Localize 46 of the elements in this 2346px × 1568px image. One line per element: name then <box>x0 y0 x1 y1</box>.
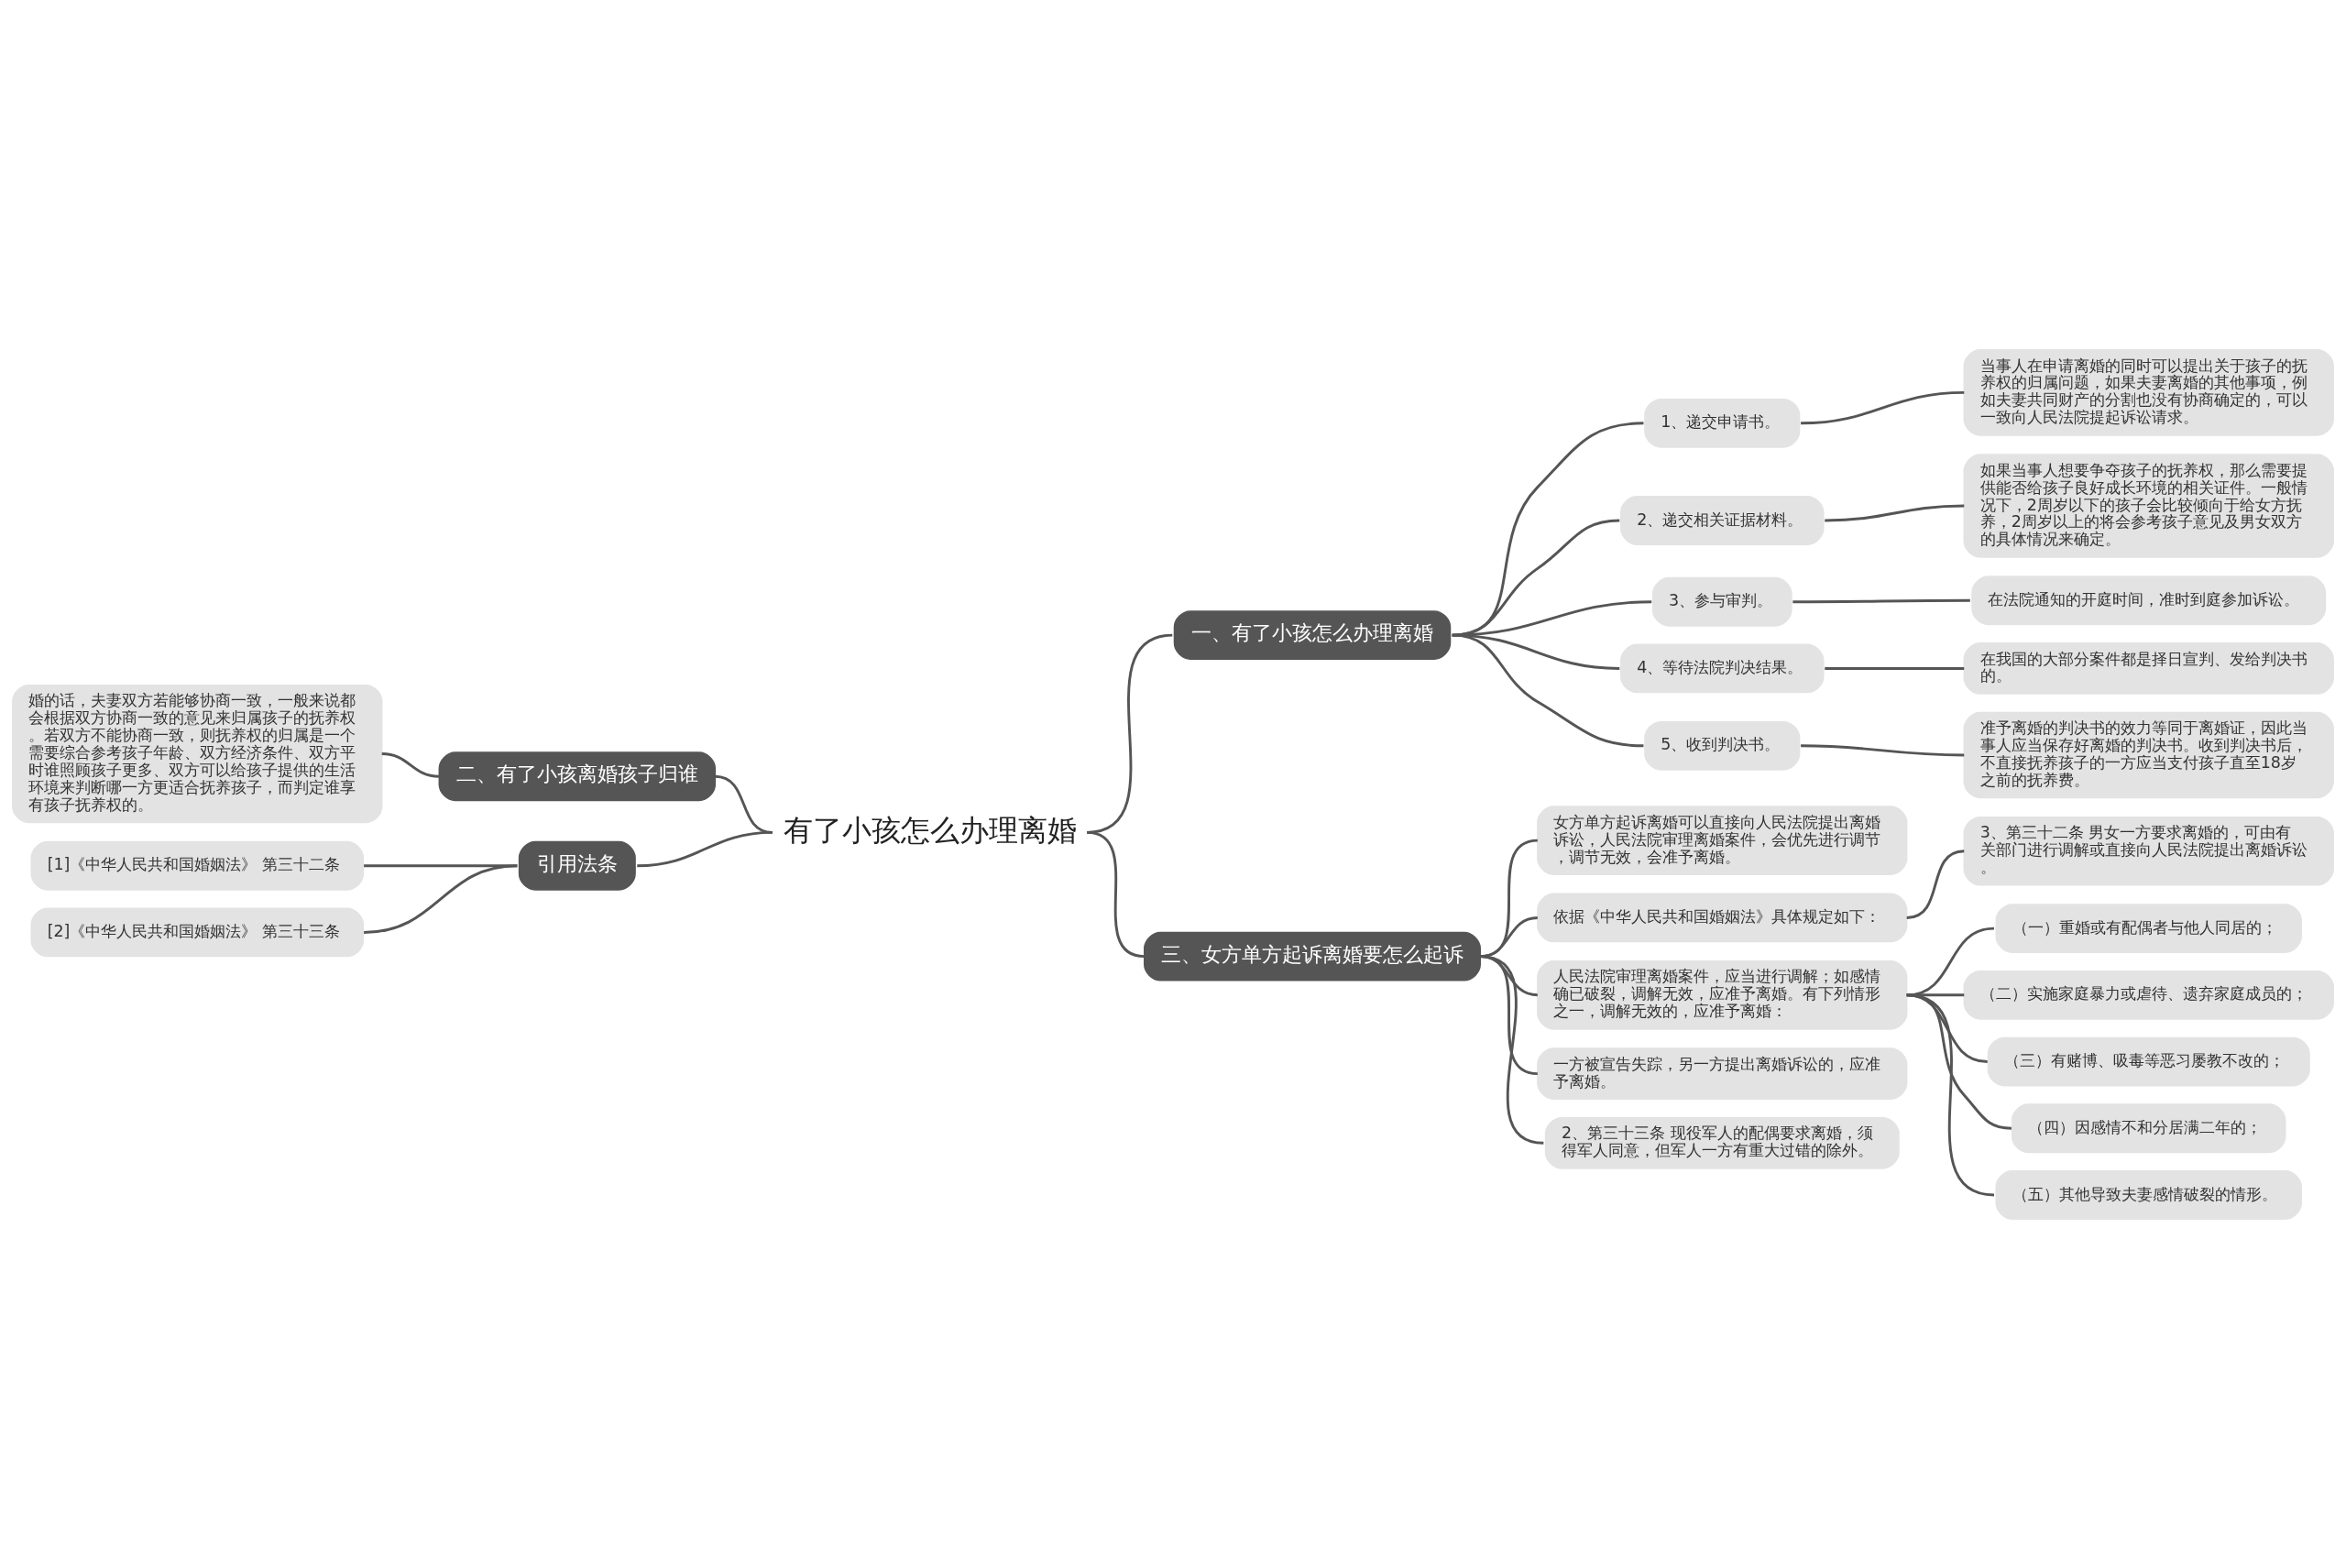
node-box: 在我国的大部分案件都是择日宣判、发给判决书的。 <box>1963 641 2334 695</box>
connector <box>1801 390 1965 424</box>
node-box: 2、递交相关证据材料。 <box>1620 495 1825 545</box>
node-box: 4、等待法院判决结果。 <box>1620 643 1825 693</box>
connector <box>1086 830 1145 958</box>
connector <box>1906 849 1965 919</box>
connector <box>381 751 440 778</box>
node-box: 准予离婚的判决书的效力等同于离婚证，因此当事人应当保存好离婚的判决书。收到判决书后，不直接抚养孩子的一方应当支付孩子直至18岁之前的抚养费。 <box>1963 711 2334 798</box>
connector <box>637 830 773 867</box>
connector <box>1825 666 1965 670</box>
node-box: 5、收到判决书。 <box>1644 720 1801 771</box>
connector <box>1452 519 1620 637</box>
connector <box>1906 992 1988 1063</box>
connector <box>1801 743 1965 756</box>
node-box: （五）其他导致夫妻感情破裂的情形。 <box>1995 1169 2302 1220</box>
connector <box>1825 504 1965 521</box>
connector <box>1452 633 1644 747</box>
node-box: （四）因感情不和分居满二年的； <box>2011 1102 2286 1153</box>
node-box: 女方单方起诉离婚可以直接向人民法院提出离婚诉讼，人民法院审理离婚案件，会优先进行调节，调节无效，会准予离婚。 <box>1537 805 1908 875</box>
node-box: 2、第三十三条 现役军人的配偶要求离婚，须得军人同意，但军人一方有重大过错的除外。 <box>1544 1116 1900 1169</box>
node-box: 人民法院审理离婚案件，应当进行调解；如感情确已破裂，调解无效，应准予离婚。有下列情形之一，调解无效的，应准予离婚： <box>1537 959 1908 1030</box>
node-box: [2]《中华人民共和国婚姻法》 第三十三条 <box>30 907 365 957</box>
connector <box>1792 598 1970 603</box>
connector <box>1906 992 2012 1130</box>
node-text: 有了小孩怎么办理离婚 <box>783 812 1077 848</box>
node-box: 依据《中华人民共和国婚姻法》具体规定如下： <box>1537 893 1908 942</box>
node-box: 如果当事人想要争夺孩子的抚养权，那么需要提供能否给孩子良好成长环境的相关证件。一般情况下，2周岁以下的孩子会比较倾向于给女方抚养，2周岁以上的将会参考孩子意见及男女双方的具体情况来确定。 <box>1963 453 2334 558</box>
node-box: （一）重婚或有配偶者与他人同居的； <box>1995 903 2302 953</box>
node-box: 当事人在申请离婚的同时可以提出关于孩子的抚养权的归属问题，如果夫妻离婚的其他事项，例如夫妻共同财产的分割也没有协商确定的，可以一致向人民法院提起诉讼请求。 <box>1963 348 2334 436</box>
node-box: 在法院通知的开庭时间，准时到庭参加诉讼。 <box>1971 575 2327 625</box>
node-box: 二、有了小孩离婚孩子归谁 <box>438 751 717 801</box>
node-box: 3、参与审判。 <box>1651 576 1792 627</box>
node-box: 3、第三十二条 男女一方要求离婚的，可由有关部门进行调解或直接向人民法院提出离婚诉讼。 <box>1963 816 2334 886</box>
node-box: 一、有了小孩怎么办理离婚 <box>1173 609 1452 660</box>
node-box: （三）有赌博、吸毒等恶习屡教不改的； <box>1987 1036 2310 1086</box>
node-box: [1]《中华人民共和国婚姻法》 第三十二条 <box>30 840 365 891</box>
node-box: 婚的话，夫妻双方若能够协商一致，一般来说都会根据双方协商一致的意见来归属孩子的抚养权。若双方不能协商一致，则抚养权的归属是一个需要综合参考孩子年龄、双方经济条件、双方平时谁照顾孩子更多、双方可以给孩子提供的生活环境来判断哪一方更适合抚养孩子，而判定谁享有孩子抚养权的。 <box>12 684 383 823</box>
connector <box>1452 421 1644 637</box>
node-box: （二）实施家庭暴力或虐待、遗弃家庭成员的； <box>1963 970 2334 1020</box>
connector <box>364 863 518 934</box>
node-box: 引用法条 <box>518 840 636 891</box>
connector <box>1906 992 1995 1196</box>
node-box: 三、女方单方起诉离婚要怎么起诉 <box>1144 931 1481 981</box>
node-box: 一方被宣告失踪，另一方提出离婚诉讼的，应准予离婚。 <box>1537 1047 1908 1100</box>
connector <box>1479 954 1544 1145</box>
node-box: 1、递交申请书。 <box>1644 398 1801 448</box>
